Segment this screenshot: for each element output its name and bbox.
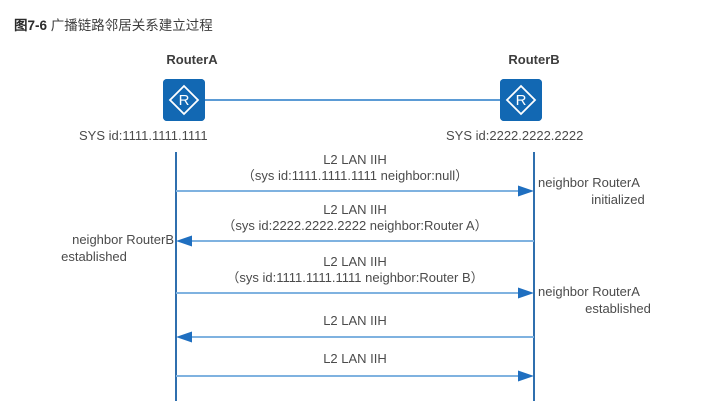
router-link-line: [205, 99, 502, 101]
sysid-routerb: SYS id:2222.2222.2222: [446, 128, 584, 143]
message-arrow-3: [176, 287, 534, 299]
svg-text:R: R: [516, 92, 527, 109]
figure-caption: 图7-6 广播链路邻居关系建立过程: [14, 14, 213, 34]
message-arrow-2: [176, 235, 534, 247]
note-right-established-line2: established: [585, 301, 651, 316]
note-right-established-line1: neighbor RouterA: [538, 284, 640, 299]
note-neighbor-routera-established: neighbor RouterA established: [538, 283, 698, 317]
message-1-line1: L2 LAN IIH: [323, 152, 387, 167]
svg-text:R: R: [179, 92, 190, 109]
message-label-5: L2 LAN IIH: [178, 351, 532, 367]
node-label-routerb: RouterB: [508, 52, 560, 67]
message-3-line2: （sys id:1111.1111.1111 neighbor:Router B…: [226, 270, 484, 285]
note-neighbor-routera-initialized: neighbor RouterA initialized: [538, 174, 698, 208]
message-4-line1: L2 LAN IIH: [323, 313, 387, 328]
lifeline-routera: [175, 152, 177, 401]
note-left-established-line1: neighbor RouterB: [72, 232, 174, 247]
message-3-line1: L2 LAN IIH: [323, 254, 387, 269]
note-left-established-line2: established: [61, 249, 127, 264]
message-label-1: L2 LAN IIH （sys id:1111.1111.1111 neighb…: [178, 152, 532, 184]
message-2-line2: （sys id:2222.2222.2222 neighbor:Router A…: [222, 218, 488, 233]
message-label-4: L2 LAN IIH: [178, 313, 532, 329]
message-arrow-1: [176, 185, 534, 197]
router-icon-routera: R: [163, 79, 205, 121]
sysid-routera: SYS id:1111.1111.1111: [79, 128, 208, 143]
message-label-3: L2 LAN IIH （sys id:1111.1111.1111 neighb…: [178, 254, 532, 286]
note-neighbor-routerb-established: neighbor RouterB established: [14, 231, 174, 265]
router-icon-routerb: R: [500, 79, 542, 121]
message-1-line2: （sys id:1111.1111.1111 neighbor:null）: [241, 168, 469, 183]
figure-title: 广播链路邻居关系建立过程: [47, 18, 213, 33]
note-initialized-line1: neighbor RouterA: [538, 175, 640, 190]
lifeline-routerb: [533, 152, 535, 401]
message-5-line1: L2 LAN IIH: [323, 351, 387, 366]
note-initialized-line2: initialized: [591, 192, 645, 207]
message-2-line1: L2 LAN IIH: [323, 202, 387, 217]
message-arrow-5: [176, 370, 534, 382]
message-arrow-4: [176, 331, 534, 343]
node-label-routera: RouterA: [166, 52, 218, 67]
message-label-2: L2 LAN IIH （sys id:2222.2222.2222 neighb…: [178, 202, 532, 234]
figure-number: 图7-6: [14, 18, 48, 33]
